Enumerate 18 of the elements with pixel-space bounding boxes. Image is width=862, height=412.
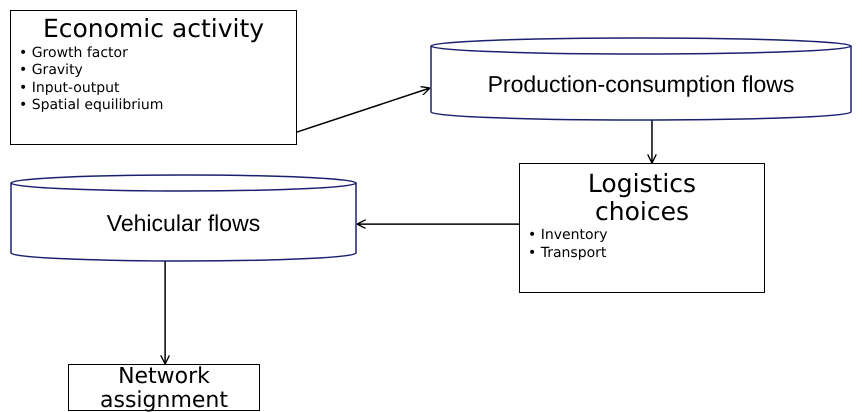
process-box <box>519 163 765 293</box>
bullet-item: • Spatial equilibrium <box>19 97 164 114</box>
bullet-item: • Input-output <box>19 80 120 97</box>
node-title: Network assignment <box>99 365 229 412</box>
bullet-item: • Transport <box>528 244 608 262</box>
arrow <box>356 218 519 230</box>
process-box <box>68 364 260 411</box>
arrow <box>296 86 431 133</box>
bullet-item: • Inventory <box>528 227 609 244</box>
node-label: Production-consumption flows <box>486 71 796 98</box>
arrow <box>646 120 658 164</box>
process-box <box>10 10 297 145</box>
node-title: Economic activity <box>42 15 266 42</box>
arrow <box>160 261 170 365</box>
node-title: Logistics choices <box>586 170 698 225</box>
bullet-item: • Growth factor <box>19 44 129 62</box>
node-label: Vehicular flows <box>106 210 262 237</box>
bullet-item: • Gravity <box>19 62 84 80</box>
